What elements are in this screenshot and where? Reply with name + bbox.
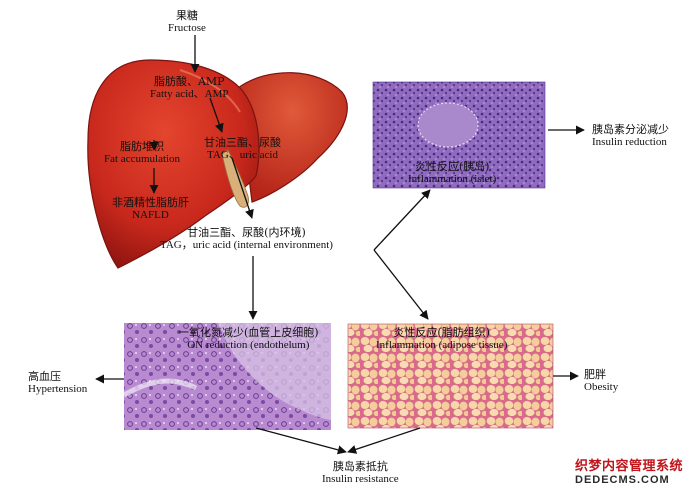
arrow-env-to-adipose — [373, 249, 429, 320]
arrow-fatty-acid-to-tag — [209, 97, 224, 133]
islet-tissue-image — [372, 81, 546, 189]
liver-illustration — [87, 59, 348, 269]
watermark: 织梦内容管理系统 DEDECMS.COM — [575, 458, 684, 486]
endothelium-tissue-image — [122, 323, 331, 430]
label-tag-uric-environment: 甘油三酯、尿酸(内环境)TAG，uric acid (internal envi… — [160, 226, 333, 251]
arrow-endothelium-to-resistance — [255, 427, 347, 455]
label-inflammation-adipose: 炎性反应(脂肪组织)Inflammation (adipose tissue) — [376, 326, 508, 351]
arrow-liver-to-env — [231, 157, 254, 219]
arrows — [95, 35, 585, 455]
arrow-env-to-islet — [373, 189, 431, 251]
adipose-tissue-image — [347, 323, 554, 429]
label-inflammation-islet: 炎性反应(胰岛)Inflammation (islet) — [408, 160, 497, 185]
label-on-reduction: 一氧化氮减少(血管上皮细胞)ON reduction (endothelum) — [178, 326, 319, 351]
arrow-adipose-to-resistance — [347, 427, 421, 454]
gallbladder — [221, 149, 249, 208]
